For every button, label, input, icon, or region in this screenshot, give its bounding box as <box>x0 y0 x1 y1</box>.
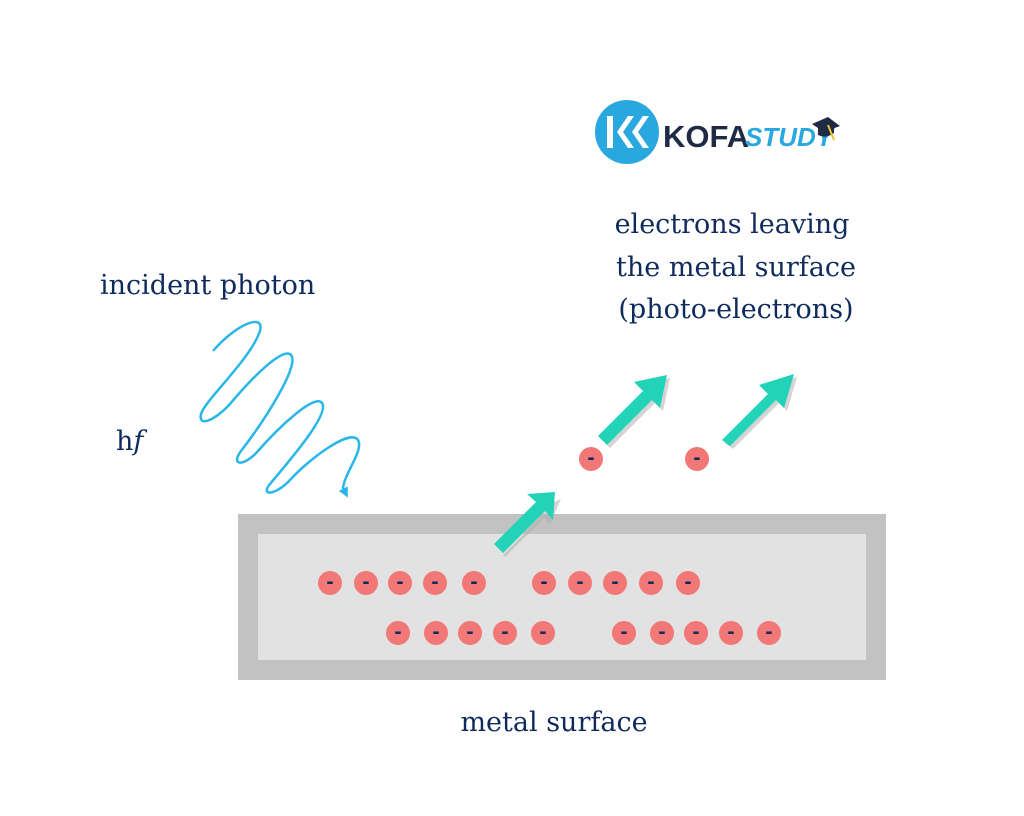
electron-minus-sign: - <box>394 622 401 643</box>
electron-circle <box>719 621 743 645</box>
emitted-electron: - <box>579 447 603 471</box>
electron-circle <box>388 571 412 595</box>
surface-electron: - <box>318 571 342 595</box>
electron-circle <box>684 621 708 645</box>
electron-circle <box>532 571 556 595</box>
photon-wave-icon <box>199 320 361 498</box>
electron-circle <box>676 571 700 595</box>
metal-surface-label: metal surface <box>460 707 647 738</box>
surface-electron: - <box>423 571 447 595</box>
electron-minus-sign: - <box>540 572 547 593</box>
surface-electron: - <box>388 571 412 595</box>
emitted-electron: - <box>685 447 709 471</box>
surface-electron: - <box>568 571 592 595</box>
emission-arrow-2 <box>598 375 670 448</box>
surface-electron: - <box>424 621 448 645</box>
electrons-leaving-label-line1: electrons leaving <box>615 209 850 240</box>
electron-circle <box>493 621 517 645</box>
electron-circle <box>568 571 592 595</box>
incident-photon-label: incident photon <box>100 270 315 301</box>
electron-circle <box>650 621 674 645</box>
logo-circle <box>595 100 659 164</box>
kofastudy-logo: KOFA STUDY <box>595 100 840 164</box>
electron-minus-sign: - <box>684 572 691 593</box>
electron-circle <box>639 571 663 595</box>
electrons-leaving-label-line3: (photo-electrons) <box>618 294 853 325</box>
electron-minus-sign: - <box>693 448 700 469</box>
surface-electron: - <box>354 571 378 595</box>
electron-minus-sign: - <box>620 622 627 643</box>
surface-electron: - <box>684 621 708 645</box>
electron-circle <box>386 621 410 645</box>
surface-electron: - <box>532 571 556 595</box>
electrons-group: - - - - - - - - - - - - - - - - - - - - - - <box>318 447 781 645</box>
electron-minus-sign: - <box>692 622 699 643</box>
electron-minus-sign: - <box>466 622 473 643</box>
electron-minus-sign: - <box>326 572 333 593</box>
electron-minus-sign: - <box>727 622 734 643</box>
surface-electron: - <box>493 621 517 645</box>
electron-minus-sign: - <box>432 622 439 643</box>
surface-electron: - <box>386 621 410 645</box>
electron-circle <box>757 621 781 645</box>
electron-minus-sign: - <box>539 622 546 643</box>
electron-minus-sign: - <box>587 448 594 469</box>
logo-text-kofa: KOFA <box>663 119 749 154</box>
electron-minus-sign: - <box>470 572 477 593</box>
electron-circle <box>318 571 342 595</box>
graduation-cap-icon <box>812 117 840 141</box>
electron-minus-sign: - <box>431 572 438 593</box>
electron-minus-sign: - <box>765 622 772 643</box>
electron-minus-sign: - <box>611 572 618 593</box>
electron-minus-sign: - <box>362 572 369 593</box>
surface-electron: - <box>676 571 700 595</box>
surface-electron: - <box>458 621 482 645</box>
electron-circle <box>354 571 378 595</box>
electron-minus-sign: - <box>396 572 403 593</box>
energy-label: hf <box>116 426 147 457</box>
surface-electron: - <box>603 571 627 595</box>
electron-minus-sign: - <box>576 572 583 593</box>
surface-electron: - <box>757 621 781 645</box>
electron-circle <box>531 621 555 645</box>
surface-electron: - <box>462 571 486 595</box>
electron-circle <box>458 621 482 645</box>
electron-circle <box>612 621 636 645</box>
logo-chevrons-icon <box>607 116 649 148</box>
surface-electron: - <box>531 621 555 645</box>
emission-arrow-1 <box>494 492 561 557</box>
surface-electron: - <box>639 571 663 595</box>
electron-circle <box>423 571 447 595</box>
surface-electron: - <box>719 621 743 645</box>
surface-electron: - <box>650 621 674 645</box>
electrons-leaving-label-line2: the metal surface <box>616 252 856 283</box>
electron-circle <box>579 447 603 471</box>
electron-minus-sign: - <box>658 622 665 643</box>
electron-minus-sign: - <box>501 622 508 643</box>
electron-circle <box>424 621 448 645</box>
electron-minus-sign: - <box>647 572 654 593</box>
surface-electron: - <box>612 621 636 645</box>
emission-arrow-3 <box>722 374 797 449</box>
electron-circle <box>685 447 709 471</box>
electron-circle <box>603 571 627 595</box>
electron-circle <box>462 571 486 595</box>
